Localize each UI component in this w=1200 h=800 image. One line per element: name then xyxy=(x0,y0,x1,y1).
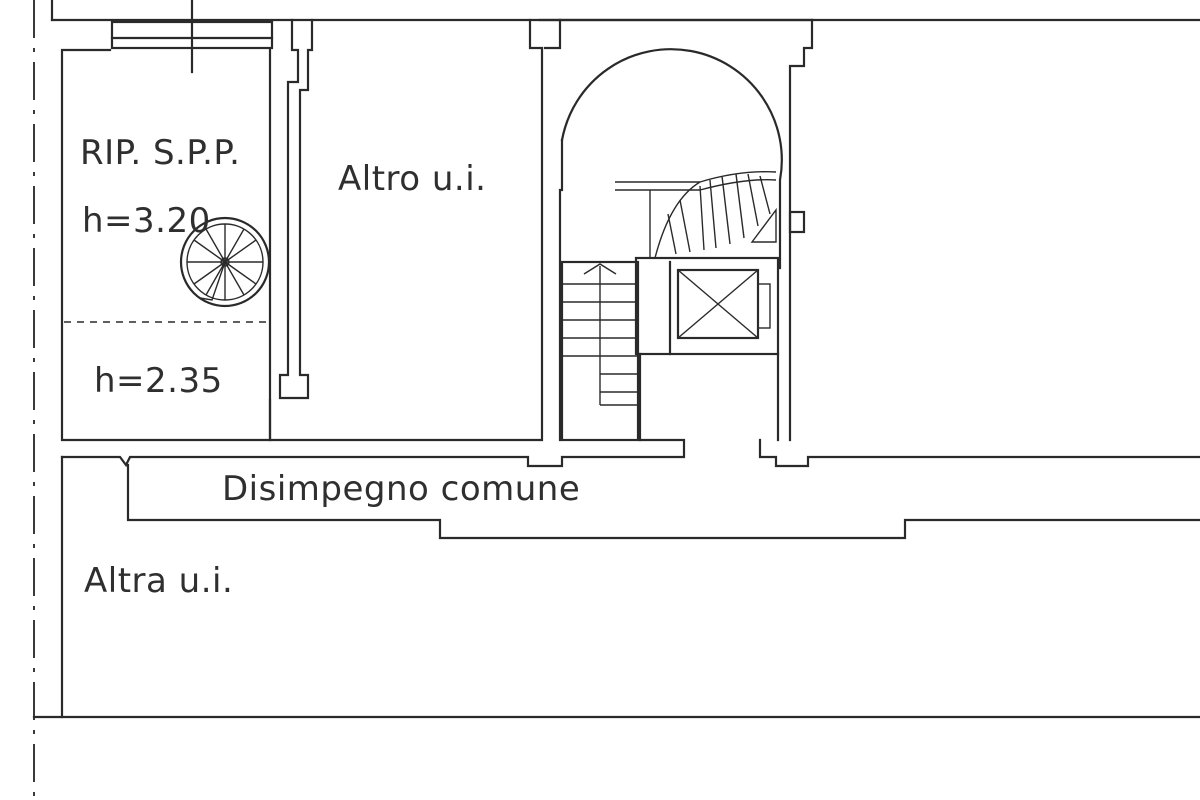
partition-wall-1 xyxy=(268,18,314,442)
other-unit-bottom-label: Altra u.i. xyxy=(84,561,233,601)
top-wall xyxy=(50,0,1200,22)
spiral-stair-small xyxy=(179,216,271,308)
straight-stair xyxy=(560,260,640,442)
corridor-bottom-wall xyxy=(126,463,1200,540)
height-high-label: h=3.20 xyxy=(82,201,211,241)
elevator-shaft xyxy=(634,256,780,442)
height-low-label: h=2.35 xyxy=(94,361,223,401)
spiral-stair-large xyxy=(560,48,783,270)
corridor-label: Disimpegno comune xyxy=(222,469,580,509)
middle-room-walls xyxy=(270,18,544,442)
storage-room-walls xyxy=(60,0,274,442)
storage-room-label: RIP. S.P.P. xyxy=(80,133,240,173)
stair-hall-walls xyxy=(538,18,814,442)
other-unit-top-label: Altro u.i. xyxy=(338,159,487,199)
corridor-top-wall xyxy=(60,438,1200,719)
